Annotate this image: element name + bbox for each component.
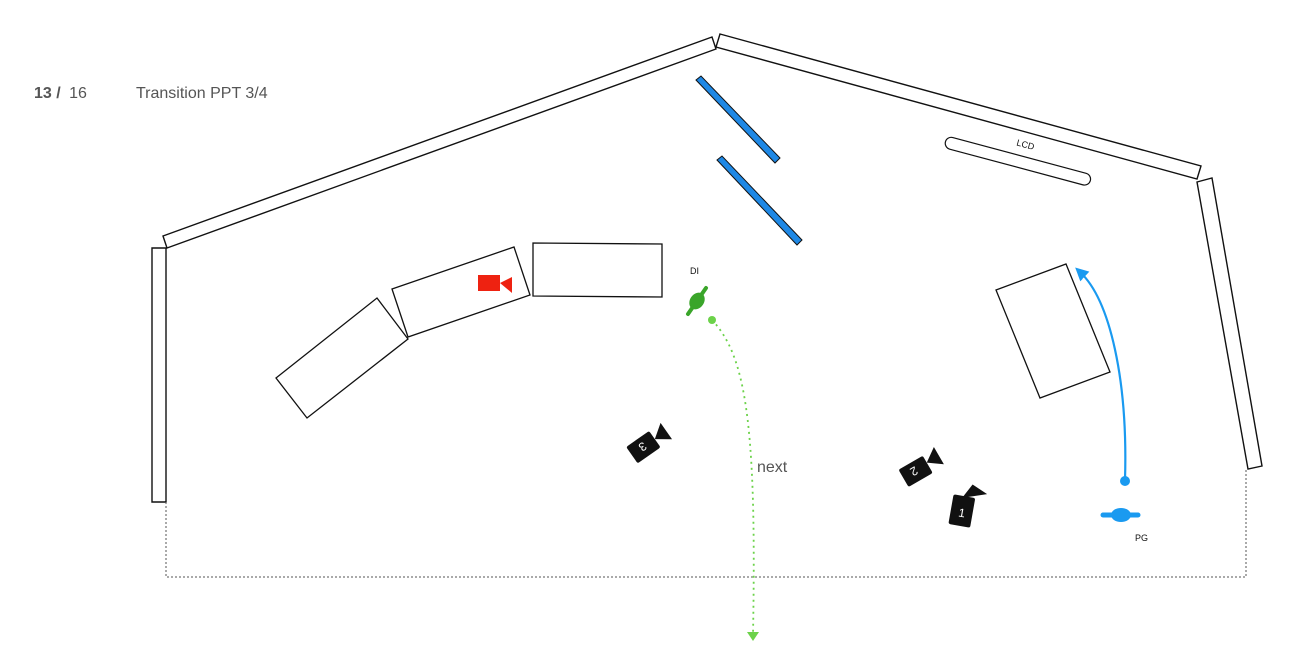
slide-counter: 13 / 16 bbox=[34, 85, 87, 103]
riser-far-right bbox=[995, 263, 1111, 399]
lcd-label: LCD bbox=[1015, 138, 1035, 152]
blue-panel-upper bbox=[695, 75, 781, 164]
di-marker: DI bbox=[686, 266, 716, 324]
riser-left bbox=[275, 297, 409, 419]
wall-left bbox=[151, 247, 167, 503]
camera-red-icon bbox=[478, 275, 512, 293]
di-label: DI bbox=[690, 266, 699, 276]
pg-marker: PG bbox=[1075, 267, 1148, 543]
next-path: next bbox=[711, 319, 788, 641]
lcd-screen: LCD bbox=[944, 136, 1092, 186]
page-current: 13 bbox=[34, 85, 52, 102]
riser-right bbox=[532, 242, 663, 298]
slide-title: Transition PPT 3/4 bbox=[136, 85, 268, 102]
camera-1-label: 1 bbox=[957, 506, 966, 521]
riser-middle bbox=[391, 246, 531, 338]
set-pieces bbox=[275, 242, 1111, 419]
pg-label: PG bbox=[1135, 533, 1148, 543]
blue-panels bbox=[695, 75, 803, 246]
stage-boundary bbox=[165, 469, 1247, 578]
camera-3-icon: 3 bbox=[626, 422, 673, 463]
wall-top-left bbox=[162, 36, 717, 249]
blue-panel-lower bbox=[716, 155, 803, 246]
page-separator: / bbox=[56, 85, 61, 102]
page-total: 16 bbox=[69, 85, 87, 102]
camera-2-icon: 2 bbox=[899, 446, 944, 487]
camera-1-icon: 1 bbox=[948, 484, 988, 528]
wall-top-right bbox=[715, 33, 1202, 180]
next-label: next bbox=[757, 459, 788, 476]
wall-right bbox=[1196, 177, 1263, 470]
walls bbox=[151, 33, 1263, 503]
